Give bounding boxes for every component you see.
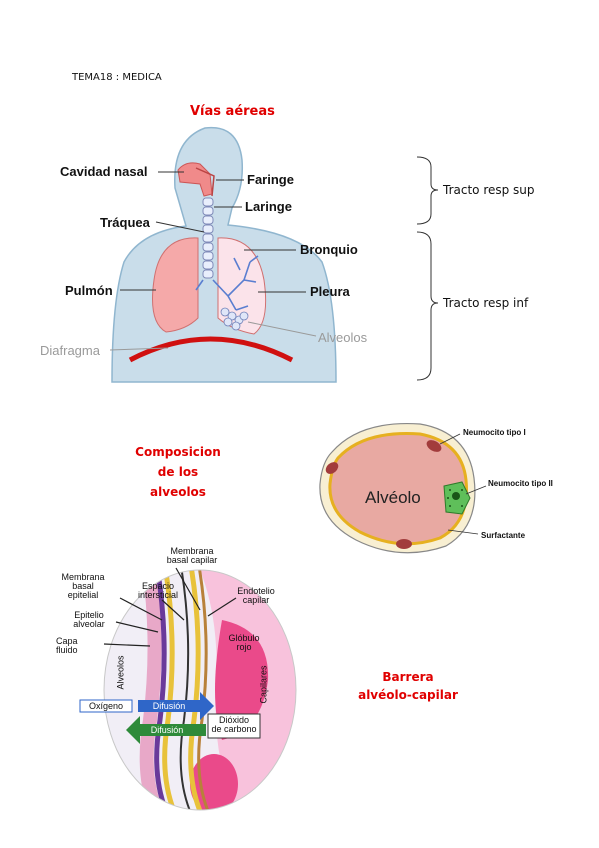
label-line: basal [72, 581, 94, 591]
label-line: alveolar [73, 619, 105, 629]
label-capilares-vertical: Capilares [258, 665, 269, 704]
alveolus-label: Alvéolo [365, 488, 421, 507]
label-epitelio-alveolar: Epitelio alveolar [64, 611, 114, 629]
label-cavidad-nasal: Cavidad nasal [60, 164, 148, 179]
label-line: Epitelio [74, 610, 104, 620]
label-line: fluido [56, 645, 78, 655]
label-globulo-rojo: Glóbulo rojo [224, 634, 264, 652]
label-line: rojo [236, 642, 252, 652]
label-pleura: Pleura [310, 284, 350, 299]
label-difusion-o2: Difusión [152, 701, 186, 711]
label-difusion-co2: Difusión [150, 725, 184, 735]
title-line: alvéolo-capilar [358, 688, 458, 702]
label-oxigeno: Oxígeno [88, 701, 124, 711]
document-header: TEMA18 : MEDICA [72, 72, 162, 83]
label-line: Espacio [141, 581, 175, 591]
label-line: epitelial [67, 590, 99, 600]
title-line: de los [157, 465, 199, 479]
label-surfactante: Surfactante [481, 531, 526, 540]
label-line: Capa [56, 636, 78, 646]
barrier-title: Barrera alvéolo-capilar [348, 668, 468, 704]
label-line: de carbono [211, 724, 257, 734]
lower-tract-label: Tracto resp inf [443, 296, 529, 310]
label-traquea: Tráquea [100, 215, 150, 230]
label-membrana-basal-capilar: Membrana basal capilar [162, 547, 222, 565]
label-line: capilar [242, 595, 270, 605]
label-membrana-basal-epitelial: Membrana basal epitelial [58, 573, 108, 600]
title-line: Composicion [135, 445, 221, 459]
label-alveolos: Alveolos [318, 330, 368, 345]
label-capa-fluido: Capa fluido [56, 637, 96, 655]
label-bronquio: Bronquio [300, 242, 358, 257]
upper-tract-label: Tracto resp sup [443, 183, 535, 197]
label-line: Glóbulo [228, 633, 260, 643]
label-line: intersticial [137, 590, 178, 600]
label-espacio-intersticial: Espacio intersticial [130, 582, 186, 600]
title-line: Barrera [382, 670, 434, 684]
label-laringe: Laringe [245, 199, 292, 214]
label-line: Membrana [61, 572, 105, 582]
label-neumocito-tipo-1: Neumocito tipo I [463, 428, 526, 437]
label-pulmon: Pulmón [65, 283, 113, 298]
label-line: basal capilar [166, 555, 218, 565]
label-faringe: Faringe [247, 172, 294, 187]
alveoli-composition-title: Composicion de los alveolos [130, 442, 226, 502]
label-endotelio-capilar: Endotelio capilar [228, 587, 284, 605]
title-line: alveolos [150, 485, 206, 499]
label-line: Dióxido [218, 715, 249, 725]
label-neumocito-tipo-2: Neumocito tipo II [488, 479, 553, 488]
label-diafragma: Diafragma [40, 343, 100, 358]
label-alveolos-vertical: Alveolos [115, 655, 126, 690]
label-line: Endotelio [237, 586, 275, 596]
label-line: Membrana [170, 546, 214, 556]
label-dioxido-de-carbono: Dióxido de carbono [209, 716, 259, 734]
airways-title: Vías aéreas [190, 104, 275, 119]
